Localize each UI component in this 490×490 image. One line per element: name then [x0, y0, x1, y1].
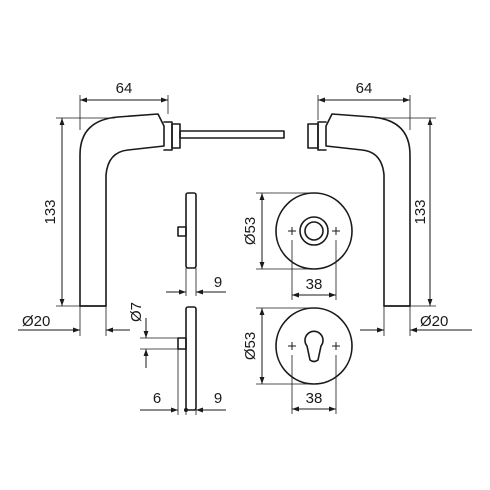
- lower-rosette-side-view: [177, 306, 197, 411]
- upper-diameter-label: Ø53: [242, 217, 259, 245]
- left-diameter-dimension: Ø20: [18, 306, 130, 336]
- lower-rosette-front-view: [275, 307, 353, 385]
- turn-diameter-label: Ø7: [128, 302, 145, 322]
- upper-right-screw-mark: [332, 227, 340, 235]
- upper-thickness-label: 9: [214, 274, 222, 291]
- right-width-dimension: 64: [317, 80, 411, 130]
- right-height-label: 133: [412, 199, 429, 224]
- upper-turn-stub: [177, 226, 187, 237]
- lower-left-screw-mark: [288, 342, 296, 350]
- right-diameter-label: Ø20: [420, 313, 448, 330]
- lower-diameter-label: Ø53: [242, 332, 259, 360]
- left-lever-handle: [79, 113, 285, 307]
- upper-rosette-diameter-dimension: Ø53: [242, 192, 310, 270]
- right-height-dimension: 133: [375, 117, 436, 307]
- left-handle-outline: [79, 113, 165, 307]
- lower-offset-dimension: 6 9: [140, 349, 226, 415]
- right-width-label: 64: [356, 80, 373, 97]
- right-lever-handle: [307, 113, 411, 307]
- left-height-dimension: 133: [42, 117, 115, 307]
- right-handle-outline: [325, 113, 411, 307]
- upper-width-label: 38: [306, 276, 323, 293]
- spindle: [179, 130, 285, 139]
- lower-width-label: 38: [306, 390, 323, 407]
- left-handle-collar: [171, 123, 181, 149]
- right-handle-neck: [317, 121, 327, 151]
- left-diameter-label: Ø20: [22, 313, 50, 330]
- right-diameter-dimension: Ø20: [360, 306, 472, 336]
- left-height-label: 133: [42, 199, 59, 224]
- right-handle-collar: [307, 123, 319, 149]
- lower-thickness-label: 9: [214, 390, 222, 407]
- lower-turn-stub: [177, 337, 187, 350]
- turn-offset-label: 6: [153, 390, 161, 407]
- upper-rosette-width-dimension: 38: [291, 240, 337, 300]
- upper-rosette-side-view: [177, 192, 197, 269]
- left-width-dimension: 64: [79, 80, 169, 130]
- left-width-label: 64: [116, 80, 133, 97]
- left-handle-neck: [163, 121, 173, 151]
- keyhole-outline: [304, 330, 324, 363]
- upper-spindle-hole-inner: [304, 221, 324, 241]
- turn-diameter-dimension: Ø7: [128, 302, 178, 368]
- upper-left-screw-mark: [288, 227, 296, 235]
- lower-rosette-width-dimension: 38: [291, 355, 337, 414]
- upper-spindle-hole-outer: [299, 216, 329, 246]
- upper-rosette-disc: [275, 192, 353, 270]
- upper-rosette-front-view: [275, 192, 353, 270]
- lower-rosette-disc: [275, 307, 353, 385]
- lower-rosette-diameter-dimension: Ø53: [242, 307, 310, 385]
- lower-right-screw-mark: [332, 342, 340, 350]
- upper-rosette-thickness-dimension: 9: [166, 268, 226, 296]
